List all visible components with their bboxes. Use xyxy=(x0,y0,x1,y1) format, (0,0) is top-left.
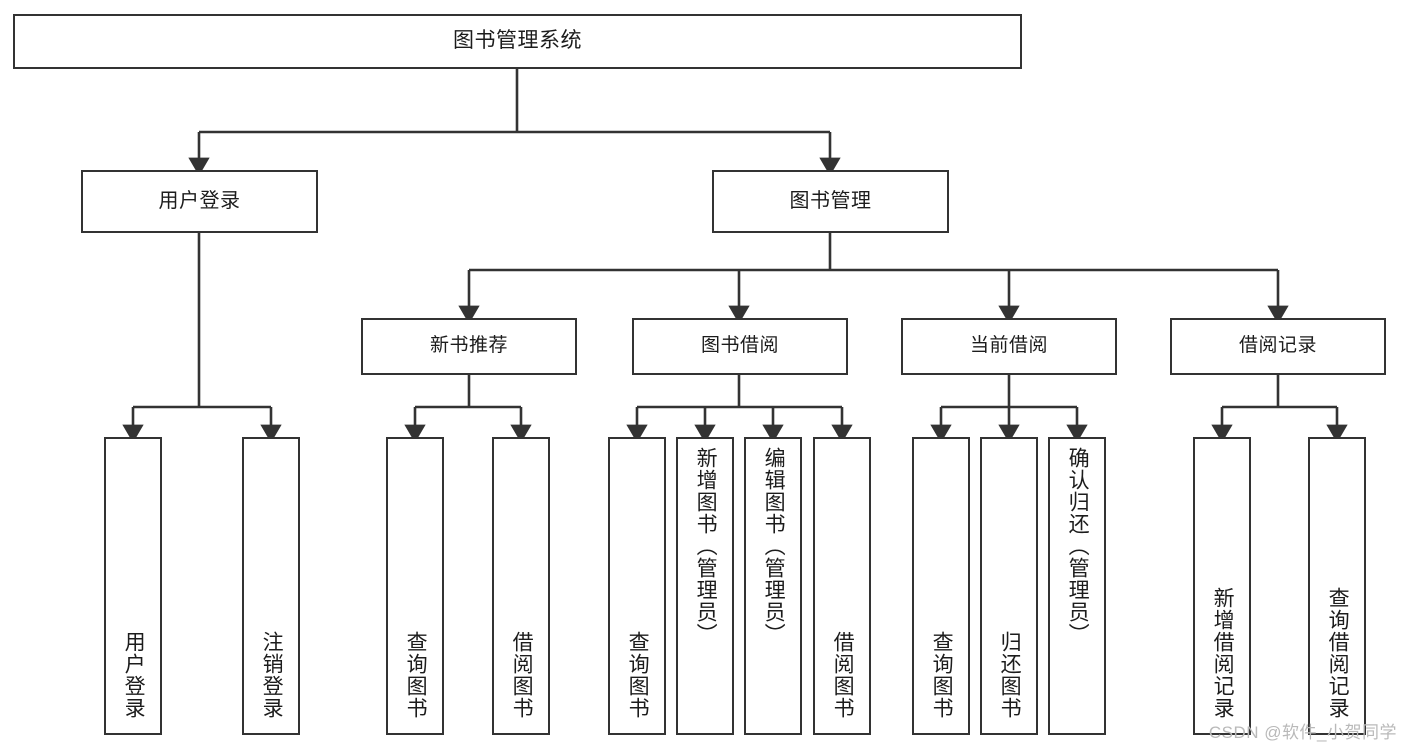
node-book-manage[interactable]: 图书管理 xyxy=(712,170,949,233)
leaf-query-record[interactable]: 查询借阅记录 xyxy=(1308,437,1366,735)
leaf-query-record-label: 查询借阅记录 xyxy=(1326,587,1350,719)
leaf-query-book-1[interactable]: 查询图书 xyxy=(386,437,444,735)
leaf-confirm-return[interactable]: 确认归还（管理员） xyxy=(1048,437,1106,735)
node-user-login-label: 用户登录 xyxy=(158,189,241,212)
leaf-user-logout[interactable]: 注销登录 xyxy=(242,437,300,735)
node-borrow-record-label: 借阅记录 xyxy=(1238,335,1317,357)
leaf-confirm-return-label: 确认归还（管理员） xyxy=(1066,447,1090,645)
node-root-label: 图书管理系统 xyxy=(453,29,582,53)
leaf-user-logout-label: 注销登录 xyxy=(260,631,284,719)
leaf-add-record-label: 新增借阅记录 xyxy=(1211,587,1235,719)
leaf-user-login-label: 用户登录 xyxy=(122,631,146,719)
node-book-borrow[interactable]: 图书借阅 xyxy=(632,318,848,375)
leaf-query-book-3[interactable]: 查询图书 xyxy=(912,437,970,735)
csdn-watermark: CSDN @软件_小贺同学 xyxy=(1208,723,1397,742)
leaf-return-book-label: 归还图书 xyxy=(998,631,1022,719)
leaf-query-book-3-label: 查询图书 xyxy=(930,631,954,719)
leaf-add-book[interactable]: 新增图书（管理员） xyxy=(676,437,734,735)
node-new-book-rec-label: 新书推荐 xyxy=(429,335,508,357)
node-current-borrow-label: 当前借阅 xyxy=(969,335,1048,357)
leaf-query-book-2-label: 查询图书 xyxy=(626,631,650,719)
node-root[interactable]: 图书管理系统 xyxy=(13,14,1022,69)
node-user-login[interactable]: 用户登录 xyxy=(81,170,318,233)
node-new-book-rec[interactable]: 新书推荐 xyxy=(361,318,577,375)
leaf-query-book-1-label: 查询图书 xyxy=(404,631,428,719)
leaf-borrow-book-2-label: 借阅图书 xyxy=(831,631,855,719)
leaf-edit-book[interactable]: 编辑图书（管理员） xyxy=(744,437,802,735)
node-book-borrow-label: 图书借阅 xyxy=(700,335,779,357)
leaf-borrow-book-2[interactable]: 借阅图书 xyxy=(813,437,871,735)
leaf-user-login[interactable]: 用户登录 xyxy=(104,437,162,735)
node-current-borrow[interactable]: 当前借阅 xyxy=(901,318,1117,375)
node-book-manage-label: 图书管理 xyxy=(789,189,872,212)
leaf-return-book[interactable]: 归还图书 xyxy=(980,437,1038,735)
leaf-borrow-book-1-label: 借阅图书 xyxy=(510,631,534,719)
leaf-add-book-label: 新增图书（管理员） xyxy=(694,447,718,645)
leaf-add-record[interactable]: 新增借阅记录 xyxy=(1193,437,1251,735)
node-borrow-record[interactable]: 借阅记录 xyxy=(1170,318,1386,375)
leaf-edit-book-label: 编辑图书（管理员） xyxy=(762,447,786,645)
leaf-query-book-2[interactable]: 查询图书 xyxy=(608,437,666,735)
leaf-borrow-book-1[interactable]: 借阅图书 xyxy=(492,437,550,735)
